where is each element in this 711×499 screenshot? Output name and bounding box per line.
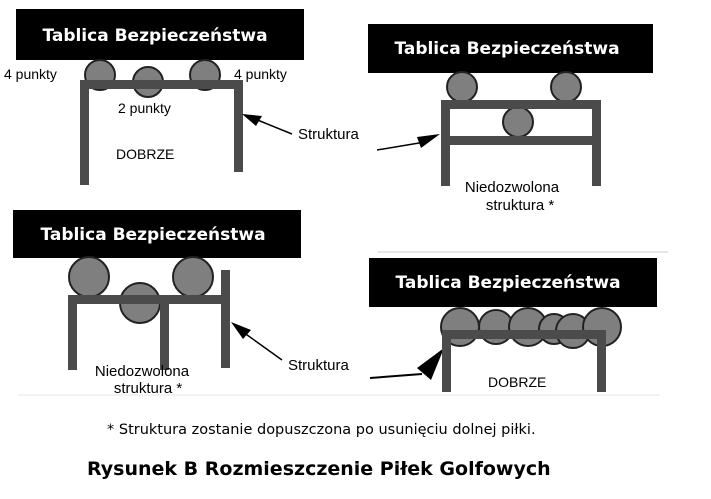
label-two-points: 2 punkty <box>118 100 171 116</box>
golf-ball <box>446 71 478 103</box>
label-good: DOBRZE <box>488 374 546 390</box>
label-forbidden-line2: struktura * <box>114 380 183 397</box>
structure-right-post <box>597 330 606 392</box>
panel-top-right: Tablica Bezpieczeństwa Niedozwolona stru… <box>368 24 653 214</box>
label-four-points-left: 4 punkty <box>4 66 57 82</box>
golf-ball <box>502 106 534 138</box>
structure-arrows-top: Struktura <box>242 114 440 151</box>
arrow-line <box>369 373 423 379</box>
safety-board-title: Tablica Bezpieczeństwa <box>395 273 620 293</box>
structure-left-post <box>80 80 89 185</box>
structure-right-post <box>234 80 243 172</box>
arrow-line <box>376 141 426 151</box>
golf-ball <box>68 256 110 298</box>
arrow-head <box>231 322 251 339</box>
structure-top-beam <box>80 80 242 89</box>
structure-top-beam <box>442 330 606 339</box>
arrow-head <box>417 134 440 148</box>
arrow-line <box>254 118 293 135</box>
safety-board-title: Tablica Bezpieczeństwa <box>40 225 265 245</box>
structure-top-beam <box>68 295 230 304</box>
structure-top-beam <box>441 100 601 109</box>
safety-board-title: Tablica Bezpieczeństwa <box>394 39 619 59</box>
label-four-points-right: 4 punkty <box>234 66 287 82</box>
structure-arrows-bottom: Struktura <box>231 322 444 380</box>
golf-ball <box>550 71 582 103</box>
label-forbidden-line2: struktura * <box>486 197 555 214</box>
structure-right-post <box>592 100 601 186</box>
arrow-head <box>242 114 262 126</box>
label-good: DOBRZE <box>116 146 174 162</box>
panel-bottom-right: Tablica Bezpieczeństwa DOBRZE <box>369 258 657 392</box>
panel-top-left: Tablica Bezpieczeństwa 4 punkty 4 punkty… <box>4 9 304 185</box>
safety-board <box>13 210 301 258</box>
structure-lower-beam <box>441 136 601 145</box>
arrow-head <box>417 348 444 380</box>
figure-caption: Rysunek B Rozmieszczenie Piłek Golfowych <box>87 458 551 480</box>
panel-bottom-left: Tablica Bezpieczeństwa Niedozwolona stru… <box>13 210 301 397</box>
safety-board <box>16 9 304 60</box>
safety-board <box>369 258 657 307</box>
footnote: * Struktura zostanie dopuszczona po usun… <box>107 422 536 438</box>
safety-board <box>368 24 653 73</box>
label-forbidden-line1: Niedozwolona <box>95 363 190 380</box>
structure-left-post <box>441 100 450 186</box>
structure-left-post <box>442 330 451 392</box>
safety-board-title: Tablica Bezpieczeństwa <box>42 26 267 46</box>
golf-ball <box>172 256 214 298</box>
label-forbidden-line1: Niedozwolona <box>465 179 560 196</box>
structure-middle-post <box>160 300 169 370</box>
structure-right-post <box>221 270 230 368</box>
structure-left-post <box>68 295 77 370</box>
label-structure: Struktura <box>298 126 360 143</box>
arrow-line <box>242 331 283 361</box>
label-structure: Struktura <box>288 357 350 374</box>
